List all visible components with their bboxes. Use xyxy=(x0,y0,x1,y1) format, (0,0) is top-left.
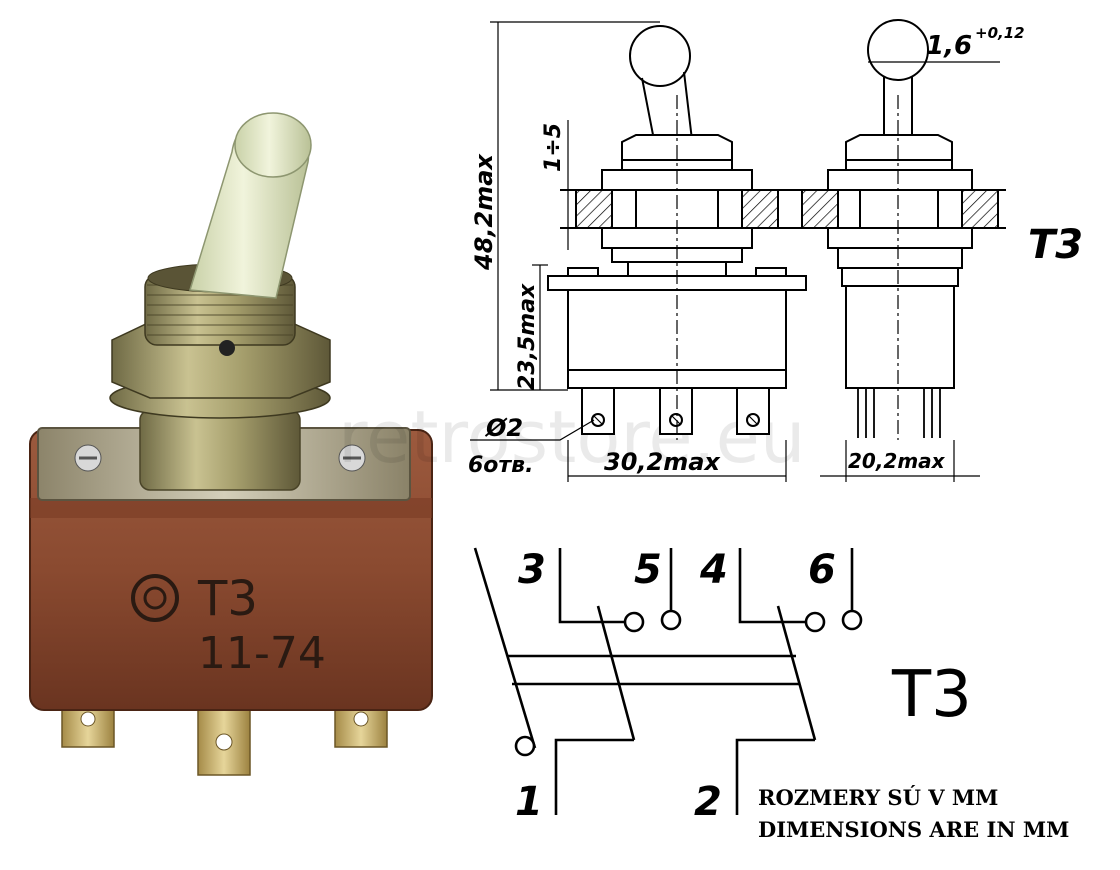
quality-mark-icon xyxy=(131,574,179,622)
dim-body-width: 30,2max xyxy=(604,448,721,476)
dim-side-width: 20,2max xyxy=(848,449,946,473)
dim-body-height: 23,5max xyxy=(515,283,540,390)
dim-total-height: 48,2max xyxy=(470,153,498,271)
dim-hole: Ø2 xyxy=(484,414,523,442)
terminal-label-2: 2 xyxy=(694,779,722,825)
dim-panel-thickness: 1÷5 xyxy=(541,123,566,172)
watermark: retrostore.eu xyxy=(338,395,806,479)
dim-knob-tolerance: +0,12 xyxy=(975,24,1025,42)
solder-tabs xyxy=(61,704,388,776)
dim-hole-count: 6отв. xyxy=(468,453,533,478)
terminal-label-5: 5 xyxy=(634,547,662,593)
body-marking: T3 11-74 xyxy=(131,571,326,679)
units-note-line1: ROZMERY SÚ V MM xyxy=(758,785,998,810)
side-view-drawing xyxy=(788,19,1006,482)
body-marking-model: T3 xyxy=(197,571,258,627)
units-note-line2: DIMENSIONS ARE IN MM xyxy=(758,817,1069,842)
body-marking-date: 11-74 xyxy=(198,628,326,679)
schematic-labels: 3 5 4 6 1 2 T3 xyxy=(515,547,972,825)
front-view-dimensions: 48,2max 1÷5 23,5max Ø2 6отв. 30,2max xyxy=(468,123,721,478)
terminal-label-1: 1 xyxy=(515,779,543,825)
units-note: ROZMERY SÚ V MM DIMENSIONS ARE IN MM xyxy=(758,785,1069,842)
product-photo: T3 11-74 xyxy=(29,112,433,776)
terminal-label-6: 6 xyxy=(808,547,836,593)
side-view-dimensions: 1,6 +0,12 20,2max T3 xyxy=(848,24,1083,473)
switch-schematic xyxy=(473,547,863,815)
terminal-label-3: 3 xyxy=(518,547,546,593)
drawing-model-label: T3 xyxy=(1028,222,1083,268)
terminal-label-4: 4 xyxy=(699,547,728,593)
schematic-model-label: T3 xyxy=(891,658,972,732)
dim-knob: 1,6 xyxy=(926,31,972,61)
front-view-drawing xyxy=(470,21,807,482)
